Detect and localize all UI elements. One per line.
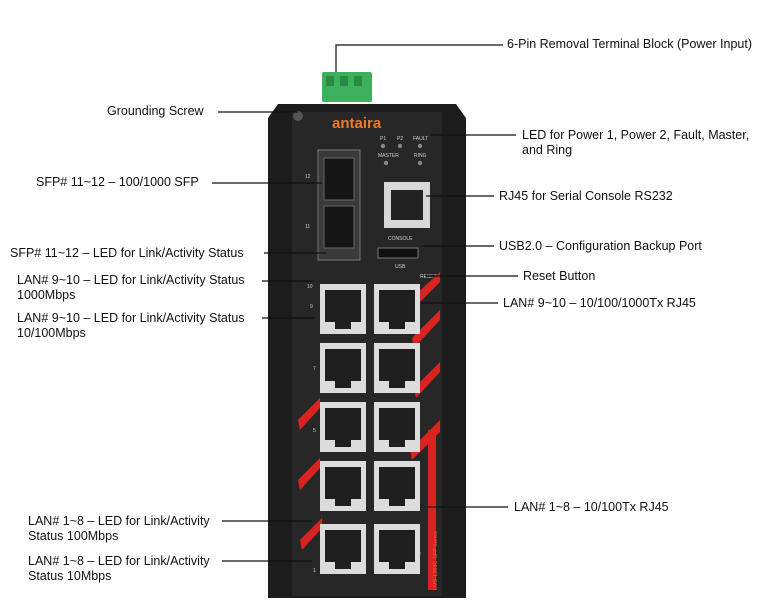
console-label: CONSOLE [388, 236, 413, 242]
callout-led-power-line1: LED for Power 1, Power 2, Fault, Master, [522, 128, 750, 142]
callout-rj45-console: RJ45 for Serial Console RS232 [499, 189, 673, 203]
grounding-screw [293, 111, 303, 121]
rj45-port [320, 284, 366, 334]
callout-led-power-line2: and Ring [522, 143, 573, 157]
callout-lan-9-10-rj45: LAN# 9~10 – 10/100/1000Tx RJ45 [503, 296, 696, 310]
callout-lan-1-8-led-100-line2: Status 100Mbps [28, 529, 119, 543]
led-fault-label: FAULT [413, 136, 428, 142]
usb-port: USB [377, 247, 419, 270]
callout-lan-1-8-led-10-line2: Status 10Mbps [28, 569, 112, 583]
rj45-port [320, 343, 366, 393]
sfp-12-label: 12 [305, 174, 311, 180]
rj45-port [320, 461, 366, 511]
led-ring [417, 160, 423, 166]
rj45-port [374, 284, 420, 334]
rj45-port [374, 402, 420, 452]
callout-lan-1-8-led-10: LAN# 1~8 – LED for Link/Activity Status … [28, 554, 210, 584]
callout-lan-1-8-rj45: LAN# 1~8 – 10/100Tx RJ45 [514, 500, 669, 514]
callout-lan-9-10-led-100-line1: LAN# 9~10 – LED for Link/Activity Status [17, 311, 245, 325]
callout-lan-9-10-led-100-line2: 10/100Mbps [17, 326, 86, 340]
rj45-port [374, 524, 420, 574]
sfp-11-label: 11 [305, 224, 310, 230]
rj45-port [374, 343, 420, 393]
rj45-port [320, 524, 366, 574]
sfp-ports: 12 11 [305, 149, 361, 261]
usb-label: USB [395, 264, 406, 270]
led-ring-label: RING [414, 153, 427, 159]
callout-grounding-screw: Grounding Screw [107, 104, 204, 118]
port-5-label: 5 [313, 428, 316, 434]
callout-sfp-led: SFP# 11~12 – LED for Link/Activity Statu… [10, 246, 244, 260]
callout-power-input: 6-Pin Removal Terminal Block (Power Inpu… [507, 37, 753, 51]
red-accents [298, 272, 440, 590]
brand-logo: antaira [332, 115, 382, 132]
reset-label: RESET [420, 274, 437, 280]
callout-reset-button: Reset Button [523, 269, 596, 283]
callout-lan-9-10-led-1000-line2: 1000Mbps [17, 288, 76, 302]
led-master [383, 160, 389, 166]
callout-lan-1-8-led-100-line1: LAN# 1~8 – LED for Link/Activity [28, 514, 210, 528]
rj45-port [374, 461, 420, 511]
port-9-label: 9 [310, 304, 313, 310]
callout-lan-9-10-led-100: LAN# 9~10 – LED for Link/Activity Status… [17, 311, 245, 341]
callout-usb-port: USB2.0 – Configuration Backup Port [499, 239, 702, 253]
rj45-port-grid [320, 284, 420, 574]
port-7-label: 7 [313, 366, 316, 372]
callout-lan-1-8-led-10-line1: LAN# 1~8 – LED for Link/Activity [28, 554, 210, 568]
led-fault [417, 143, 423, 149]
led-master-label: MASTER [378, 153, 399, 159]
callout-led-power: LED for Power 1, Power 2, Fault, Master,… [522, 128, 749, 158]
led-p1 [380, 143, 386, 149]
leader-lines [212, 44, 518, 562]
led-p2 [397, 143, 403, 149]
port-2-label: 2 [418, 552, 421, 558]
callout-lan-9-10-led-1000-line1: LAN# 9~10 – LED for Link/Activity Status [17, 273, 245, 287]
port-1-label: 1 [313, 568, 316, 574]
led-p2-label: P2 [397, 136, 403, 142]
series-side-text: LMS-1203C-SFP Series [433, 531, 439, 590]
callout-sfp-ports: SFP# 11~12 – 100/1000 SFP [36, 175, 199, 189]
terminal-block [322, 72, 372, 102]
callout-lan-1-8-led-100: LAN# 1~8 – LED for Link/Activity Status … [28, 514, 210, 544]
port-10-label: 10 [307, 284, 313, 290]
led-p1-label: P1 [380, 136, 386, 142]
callout-lan-9-10-led-1000: LAN# 9~10 – LED for Link/Activity Status… [17, 273, 245, 303]
console-port: CONSOLE [384, 182, 430, 242]
rj45-port [320, 402, 366, 452]
